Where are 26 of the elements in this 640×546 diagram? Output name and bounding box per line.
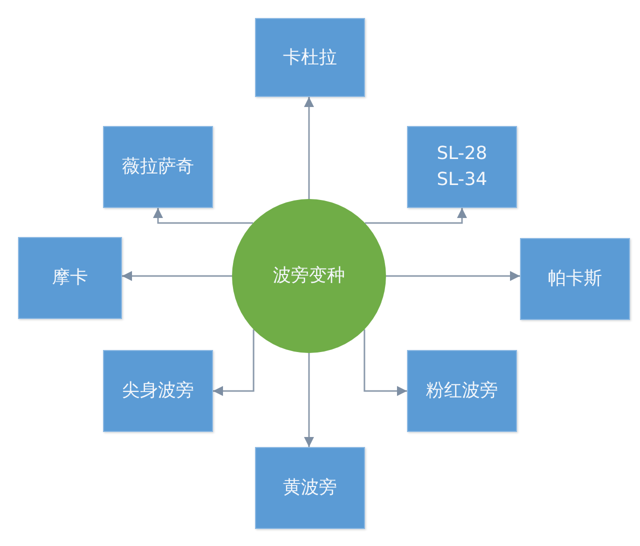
process-box xyxy=(407,126,517,208)
arrow xyxy=(386,271,520,281)
process-box xyxy=(18,237,122,319)
arrow xyxy=(122,271,232,281)
process-box xyxy=(255,447,365,529)
process-box xyxy=(407,350,517,432)
process-box xyxy=(103,126,213,208)
node-label: 帕卡斯 xyxy=(548,267,602,291)
arrow xyxy=(304,353,314,447)
arrow xyxy=(213,329,254,396)
process-box xyxy=(520,238,630,320)
node-label: 粉红波旁 xyxy=(426,379,498,403)
node-label: 波旁变种 xyxy=(273,264,345,288)
arrow xyxy=(153,208,254,224)
node-label: SL-28 xyxy=(436,142,488,166)
process-box xyxy=(103,350,213,432)
arrow xyxy=(364,208,467,224)
arrow xyxy=(364,329,407,396)
process-box xyxy=(255,18,365,97)
node-label: 黄波旁 xyxy=(283,476,337,500)
node-label: 薇拉萨奇 xyxy=(122,155,194,179)
node-label: SL-34 xyxy=(436,168,488,192)
node-label: 尖身波旁 xyxy=(122,379,194,403)
node-label: 摩卡 xyxy=(52,266,88,290)
node-label: 卡杜拉 xyxy=(283,46,337,70)
arrow xyxy=(304,97,314,199)
